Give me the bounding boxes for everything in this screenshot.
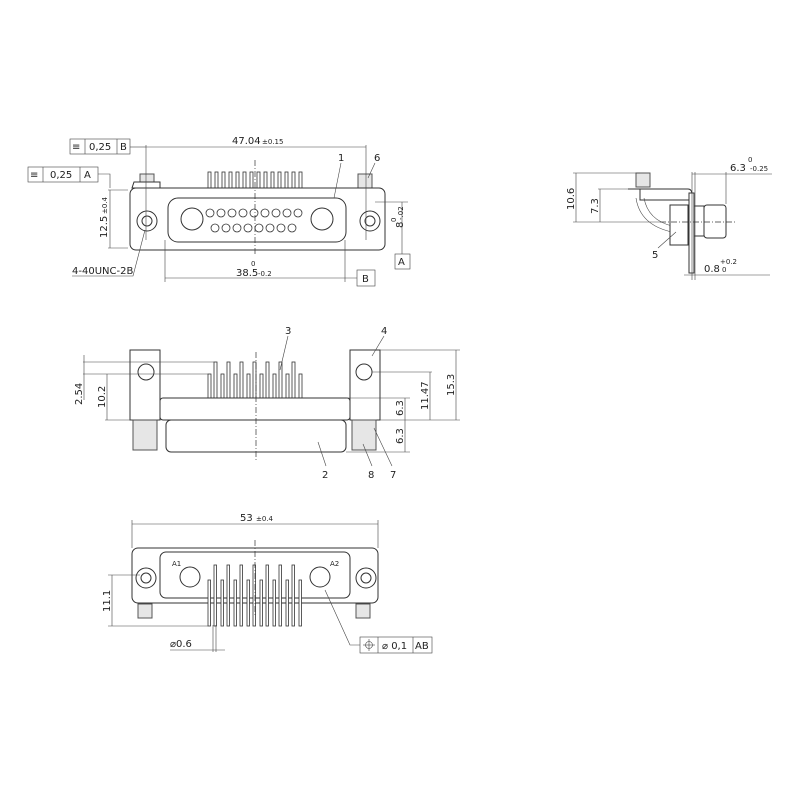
dim-depth: 8 [395, 222, 406, 228]
coax-a2 [310, 207, 334, 231]
fcf-a-datum: A [84, 170, 91, 181]
datum-b: B [362, 274, 369, 285]
callout-7: 7 [390, 470, 396, 481]
position-icon [363, 639, 375, 651]
dim-6-3-a: 6.3 [395, 400, 406, 416]
datum-a: A [398, 257, 405, 268]
dim-0-8-tol-upper: +0.2 [720, 258, 737, 266]
fcf-a-value: 0,25 [50, 170, 72, 181]
flange [159, 397, 351, 421]
dim-6-3-tol-lower: -0.25 [750, 165, 768, 173]
callout-6: 6 [374, 153, 380, 164]
dim-width: 53 [240, 513, 253, 524]
standoff-right [351, 419, 377, 451]
dim-2-54: 2.54 [74, 383, 85, 405]
dim-11-47: 11.47 [420, 381, 431, 410]
coax-a2 [309, 566, 331, 588]
dim-6-3-b: 6.3 [395, 428, 406, 444]
fcf-position-value: ⌀ 0,1 [382, 641, 407, 652]
label-a1: A1 [172, 560, 181, 568]
dim-7-3: 7.3 [590, 198, 601, 214]
symmetry-icon: ≡ [72, 142, 80, 153]
bottom-view: 53 ±0.4 A1 A2 11.1 ⌀0.6 ⌀ 0,1 [102, 513, 433, 654]
dim-shell: 38.5 [236, 268, 258, 279]
fcf-position [359, 636, 433, 654]
dim-depth-tol-lower: -.02 [397, 206, 405, 220]
side-view: 10.6 7.3 0 6.3 -0.25 0.8 +0.2 0 5 [566, 156, 772, 280]
callout-1: 1 [338, 153, 344, 164]
dim-shell-tol-lower: -0.2 [258, 270, 272, 278]
fcf-b-datum: B [120, 142, 127, 153]
standoff-right [357, 173, 373, 189]
coax-a1 [179, 566, 201, 588]
fcf-position-datum: AB [415, 641, 429, 652]
callout-4: 4 [381, 326, 387, 337]
symmetry-icon: ≡ [30, 170, 38, 181]
dim-depth-tol-upper: 0 [390, 218, 398, 222]
dim-15-3: 15.3 [446, 374, 457, 396]
dim-width-tol: ±0.15 [262, 138, 283, 146]
dim-height-tol: ±0.4 [101, 196, 109, 214]
coax-a1 [180, 207, 204, 231]
fcf-b-value: 0,25 [89, 142, 111, 153]
callout-2: 2 [322, 470, 328, 481]
dim-11-1: 11.1 [102, 590, 113, 612]
front-pins [207, 361, 303, 401]
label-a2: A2 [330, 560, 339, 568]
front-view: 2.54 10.2 11.47 15.3 6.3 6.3 3 4 2 8 7 [74, 326, 460, 481]
bracket-right [349, 349, 381, 421]
dim-shell-tol-upper: 0 [251, 260, 255, 268]
top-view: 47.04 ±0.15 ≡ 0,25 B ≡ 0,25 A 12.5 ±0.4 … [27, 136, 411, 287]
dim-0-8-tol-lower: 0 [722, 266, 726, 274]
thread-callout: 4-40UNC-2B [72, 266, 133, 277]
callout-8: 8 [368, 470, 374, 481]
callout-5: 5 [652, 250, 658, 261]
dim-width: 47.04 [232, 136, 261, 147]
dim-width-tol: ±0.4 [256, 515, 274, 523]
dim-6-3: 6.3 [730, 163, 746, 174]
dim-height: 12.5 [99, 216, 110, 238]
dim-10-6: 10.6 [566, 188, 577, 210]
standoff-left [132, 419, 158, 451]
dim-10-2: 10.2 [97, 386, 108, 408]
shell [165, 419, 347, 453]
contacts [205, 208, 303, 233]
dim-pin-dia: ⌀0.6 [170, 639, 192, 650]
datum-b-box [356, 269, 376, 287]
dim-0-8: 0.8 [704, 264, 720, 275]
bottom-pins [207, 564, 302, 627]
callout-3: 3 [285, 326, 291, 337]
dim-6-3-tol-upper: 0 [748, 156, 752, 164]
datum-a-box [394, 253, 411, 270]
top-pins [207, 171, 303, 190]
bracket-left [129, 349, 161, 421]
